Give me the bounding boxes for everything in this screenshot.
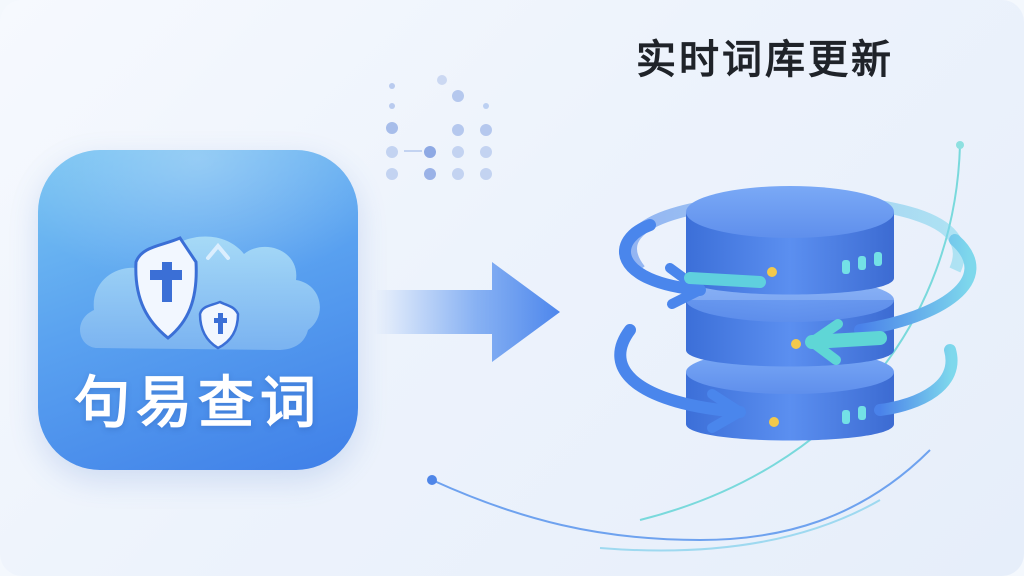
- app-name-label: 句易查词: [74, 371, 322, 436]
- shield-icon: [134, 236, 240, 350]
- app-icon: 句易查词: [38, 150, 358, 470]
- cloud-icon: [80, 236, 320, 350]
- headline: 实时词库更新: [636, 37, 894, 83]
